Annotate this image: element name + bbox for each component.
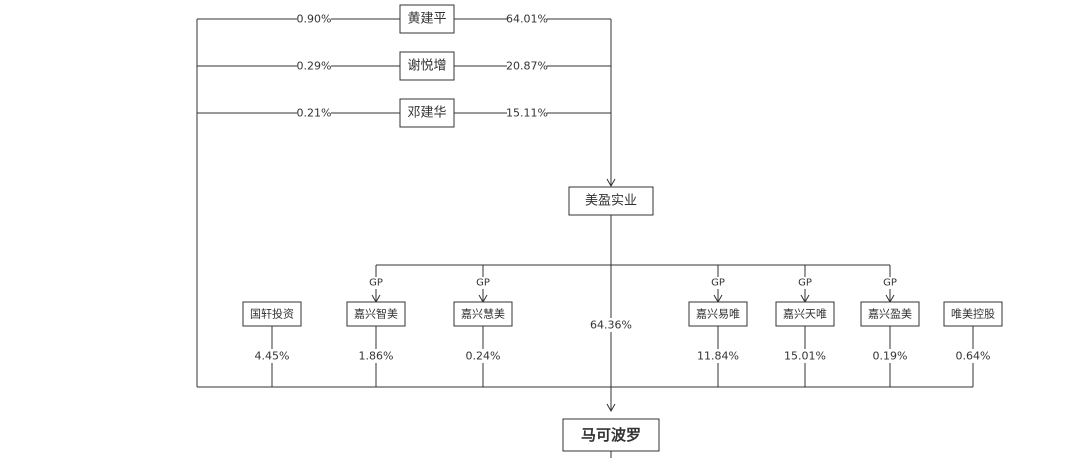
shareholder-pct-label: 0.64%: [956, 350, 991, 363]
shareholder-node-box: [346, 301, 406, 327]
individual-node-label: 邓建华: [407, 106, 446, 121]
individual-pct-to-parent: 15.11%: [506, 107, 548, 120]
shareholder-node-box: [943, 301, 1003, 327]
shareholder-node-box: [775, 301, 835, 327]
individual-node-label: 谢悦增: [407, 58, 446, 74]
pct-label-bg: [698, 349, 738, 363]
pct-label-bg: [356, 349, 396, 363]
parent-node-label: 美盈实业: [585, 194, 637, 209]
shareholder-pct-label: 1.86%: [359, 350, 394, 363]
parent-pct-label: 64.36%: [590, 319, 632, 332]
pct-label-bg: [870, 349, 910, 363]
gp-label: GP: [798, 278, 812, 289]
individual-pct-to-target: 0.90%: [297, 13, 332, 26]
shareholder-pct-label: 11.84%: [697, 350, 739, 363]
parent-arrow-head: [606, 178, 616, 188]
individual-pct-to-target: 0.29%: [297, 60, 332, 73]
shareholder-pct-label: 0.19%: [873, 350, 908, 363]
gp-label-bg: [475, 277, 491, 289]
gp-label: GP: [369, 278, 383, 289]
shareholder-node-label: 嘉兴慧美: [461, 307, 505, 321]
individual-pct-to-parent: 64.01%: [506, 13, 548, 26]
shareholder-node-label: 嘉兴天唯: [783, 307, 827, 321]
shareholder-node-box: [860, 301, 920, 327]
target-arrow-head: [606, 403, 616, 413]
individual-node-box: [399, 51, 455, 81]
pct-label-bg: [252, 349, 292, 363]
pct-label-bg: [591, 318, 631, 332]
shareholder-node-box: [453, 301, 513, 327]
individual-node-label: 黄建平: [407, 12, 446, 27]
individual-node-box: [399, 4, 455, 34]
gp-label-bg: [882, 277, 898, 289]
pct-label-bg: [507, 59, 547, 73]
pct-label-bg: [507, 106, 547, 120]
pct-label-bg: [463, 349, 503, 363]
individual-pct-to-parent: 20.87%: [506, 60, 548, 73]
individual-pct-to-target: 0.21%: [297, 107, 332, 120]
pct-label-bg: [297, 59, 331, 73]
pct-label-bg: [785, 349, 825, 363]
shareholder-node-label: 嘉兴易唯: [696, 307, 740, 321]
shareholder-node-label: 嘉兴智美: [354, 307, 398, 321]
gp-label-bg: [797, 277, 813, 289]
shareholder-node-label: 嘉兴盈美: [868, 307, 912, 321]
target-node-box: [562, 418, 660, 452]
gp-label-bg: [710, 277, 726, 289]
shareholder-pct-label: 0.24%: [466, 350, 501, 363]
gp-label: GP: [711, 278, 725, 289]
target-node-label: 马可波罗: [581, 426, 641, 444]
gp-label: GP: [883, 278, 897, 289]
shareholder-node-label: 唯美控股: [951, 307, 995, 321]
shareholder-node-box: [688, 301, 748, 327]
gp-label: GP: [476, 278, 490, 289]
shareholder-pct-label: 15.01%: [784, 350, 826, 363]
pct-label-bg: [297, 106, 331, 120]
pct-label-bg: [507, 12, 547, 26]
individual-node-box: [399, 98, 455, 128]
pct-label-bg: [297, 12, 331, 26]
shareholder-node-label: 国轩投资: [250, 307, 294, 321]
gp-label-bg: [368, 277, 384, 289]
shareholder-pct-label: 4.45%: [255, 350, 290, 363]
pct-label-bg: [953, 349, 993, 363]
parent-node-box: [568, 186, 654, 216]
shareholder-node-box: [242, 301, 302, 327]
